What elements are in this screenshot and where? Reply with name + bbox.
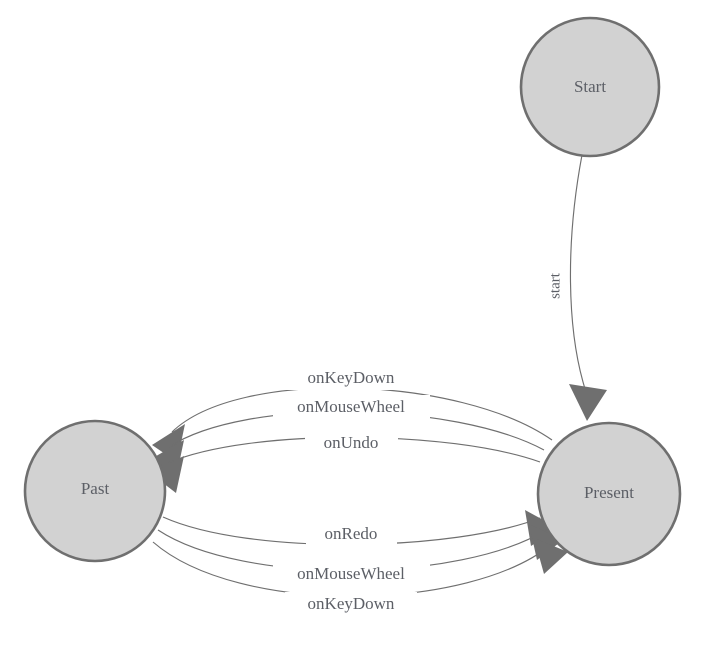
edge-label-onmousewheel-dn: onMouseWheel — [273, 562, 430, 586]
node-start[interactable]: Start — [519, 16, 661, 158]
edge-label-onundo-text: onUndo — [324, 433, 379, 452]
edge-label-onmousewheel-up-text: onMouseWheel — [297, 397, 405, 416]
edge-label-onredo-bg — [306, 522, 397, 546]
edge-onundo-arrowhead — [150, 456, 184, 493]
edge-start[interactable] — [569, 154, 607, 421]
edge-label-onmousewheel-up: onMouseWheel — [273, 395, 430, 419]
edge-label-start-text: start — [547, 272, 563, 299]
edge-label-onundo-bg — [305, 431, 398, 455]
edge-label-onkeydown-dn: onKeyDown — [285, 592, 417, 616]
edge-label-start: start — [547, 258, 565, 314]
edge-label-onmousewheel-dn-bg — [273, 562, 430, 586]
edge-label-onmousewheel-dn-text: onMouseWheel — [297, 564, 405, 583]
node-present-circle — [536, 421, 682, 567]
edge-label-onkeydown-up-text: onKeyDown — [308, 368, 395, 387]
edge-label-onundo: onUndo — [305, 431, 398, 455]
edge-label-onkeydown-dn-bg — [285, 592, 417, 616]
node-start-circle — [519, 16, 661, 158]
edge-onkeydown-dn-arrowhead — [534, 538, 568, 574]
edge-label-onredo-text: onRedo — [325, 524, 378, 543]
edge-label-onredo: onRedo — [306, 522, 397, 546]
node-past-label: Past — [81, 479, 110, 498]
edge-label-onmousewheel-up-bg — [273, 395, 430, 419]
edge-label-onkeydown-up-bg — [285, 366, 417, 390]
edge-label-onkeydown-dn-text: onKeyDown — [308, 594, 395, 613]
node-past-circle — [23, 419, 167, 563]
edge-start-arrowhead — [569, 384, 607, 421]
edge-onmousewheel-dn-arrowhead — [529, 524, 563, 560]
node-start-label: Start — [574, 77, 606, 96]
node-present[interactable]: Present — [536, 421, 682, 567]
edge-label-start-bg — [547, 258, 565, 314]
edge-start-path — [569, 154, 587, 393]
node-past[interactable]: Past — [23, 419, 167, 563]
edge-label-onkeydown-up: onKeyDown — [285, 366, 417, 390]
node-present-label: Present — [584, 483, 634, 502]
